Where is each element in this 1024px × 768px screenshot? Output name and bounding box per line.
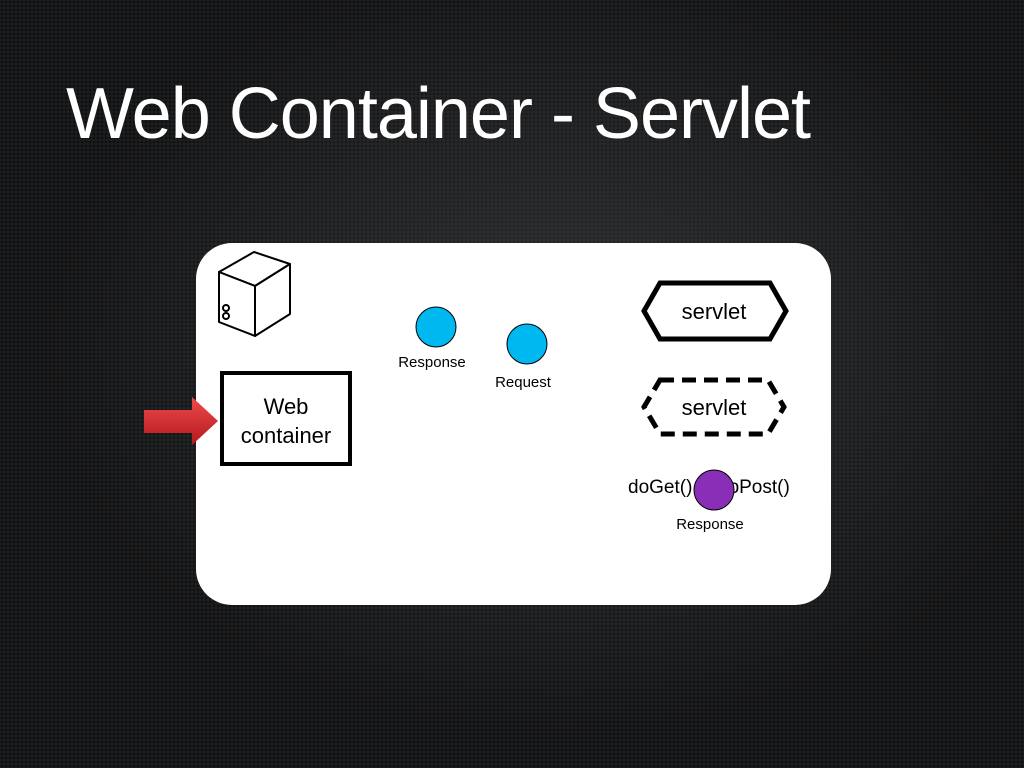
- web-container-label-line2: container: [241, 423, 332, 448]
- servlet-instance-label: servlet: [682, 395, 747, 420]
- servlet-response-token: [693, 469, 735, 511]
- servlet-label: servlet: [682, 299, 747, 324]
- web-container-box: Web container: [220, 371, 352, 466]
- servlet-instance-shape: servlet: [641, 377, 787, 437]
- response-token-label: Response: [398, 354, 466, 371]
- doget-label: doGet(): [628, 477, 692, 498]
- servlet-shape: servlet: [641, 280, 789, 342]
- dopost-label: doPost(): [718, 477, 790, 498]
- server-icon: [218, 251, 291, 337]
- slide-title: Web Container - Servlet: [66, 74, 811, 154]
- servlet-response-label: Response: [676, 516, 744, 533]
- web-container-label-line1: Web: [264, 394, 309, 419]
- request-token-label: Request: [495, 374, 552, 391]
- arrow-right-icon: [144, 397, 218, 445]
- response-token: [415, 306, 457, 348]
- request-token: [506, 323, 548, 365]
